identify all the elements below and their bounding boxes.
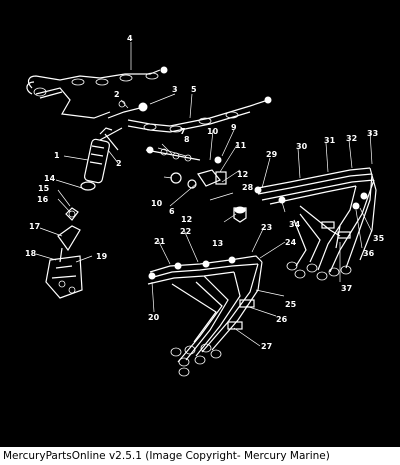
elbow-fitting[interactable]: [233, 206, 247, 223]
callout-7[interactable]: 7: [180, 127, 186, 136]
callout-13[interactable]: 13: [212, 239, 223, 248]
callout-18[interactable]: 18: [25, 249, 37, 258]
fuel-filter-canister[interactable]: [80, 127, 123, 191]
callout-26[interactable]: 26: [276, 315, 288, 324]
callout-34[interactable]: 34: [289, 220, 301, 229]
right-fuel-line-bundle[interactable]: [254, 167, 377, 281]
callout-24[interactable]: 24: [285, 238, 297, 247]
callout-29[interactable]: 29: [266, 150, 278, 159]
footer-text: MercuryPartsOnline v2.5.1 (Image Copyrig…: [3, 450, 330, 462]
callout-5[interactable]: 5: [191, 85, 197, 94]
callout-10-lower[interactable]: 10: [151, 199, 163, 208]
callout-3[interactable]: 3: [172, 85, 178, 94]
callout-19[interactable]: 19: [96, 252, 108, 261]
callout-2-upper[interactable]: 2: [114, 90, 120, 99]
callout-14[interactable]: 14: [44, 174, 56, 183]
callout-11[interactable]: 11: [235, 141, 247, 150]
callout-33[interactable]: 33: [367, 129, 378, 138]
callout-36[interactable]: 36: [363, 249, 375, 258]
callout-15[interactable]: 15: [38, 184, 50, 193]
callout-23[interactable]: 23: [261, 223, 272, 232]
leader-lines: [35, 42, 373, 347]
fitting-cluster[interactable]: [145, 146, 227, 189]
callout-12-lower[interactable]: 12: [181, 215, 192, 224]
callout-35[interactable]: 35: [373, 234, 385, 243]
copyright-footer: MercuryPartsOnline v2.5.1 (Image Copyrig…: [0, 447, 400, 465]
callout-16[interactable]: 16: [37, 195, 49, 204]
callout-32[interactable]: 32: [346, 134, 357, 143]
callout-31[interactable]: 31: [324, 136, 336, 145]
callout-10-upper[interactable]: 10: [207, 127, 219, 136]
callout-6[interactable]: 6: [169, 207, 175, 216]
callout-2-lower[interactable]: 2: [116, 159, 122, 168]
mounting-bracket[interactable]: [45, 207, 83, 299]
callout-labels: 4 2 3 5 1 2 14 7 8 10 9 10 6 12 11 12 28…: [25, 34, 385, 351]
upper-right-fuel-line[interactable]: [127, 96, 272, 133]
callout-12-upper[interactable]: 12: [237, 170, 248, 179]
callout-30[interactable]: 30: [296, 142, 308, 151]
callout-25[interactable]: 25: [285, 300, 297, 309]
callout-27[interactable]: 27: [261, 342, 272, 351]
callout-1[interactable]: 1: [54, 151, 60, 160]
exploded-parts-diagram[interactable]: 4 2 3 5 1 2 14 7 8 10 9 10 6 12 11 12 28…: [0, 0, 400, 447]
upper-fuel-line-assembly[interactable]: [26, 66, 168, 119]
lower-fuel-line-bundle[interactable]: [147, 255, 263, 377]
callout-28[interactable]: 28: [242, 183, 254, 192]
banjo-fitting[interactable]: [107, 100, 148, 119]
callout-22[interactable]: 22: [180, 227, 191, 236]
callout-21[interactable]: 21: [154, 237, 166, 246]
callout-8[interactable]: 8: [184, 135, 190, 144]
callout-9[interactable]: 9: [231, 123, 237, 132]
callout-4[interactable]: 4: [127, 34, 133, 43]
callout-37[interactable]: 37: [341, 284, 352, 293]
callout-20[interactable]: 20: [148, 313, 160, 322]
diagram-drawing: 4 2 3 5 1 2 14 7 8 10 9 10 6 12 11 12 28…: [25, 34, 385, 377]
callout-17[interactable]: 17: [29, 222, 40, 231]
